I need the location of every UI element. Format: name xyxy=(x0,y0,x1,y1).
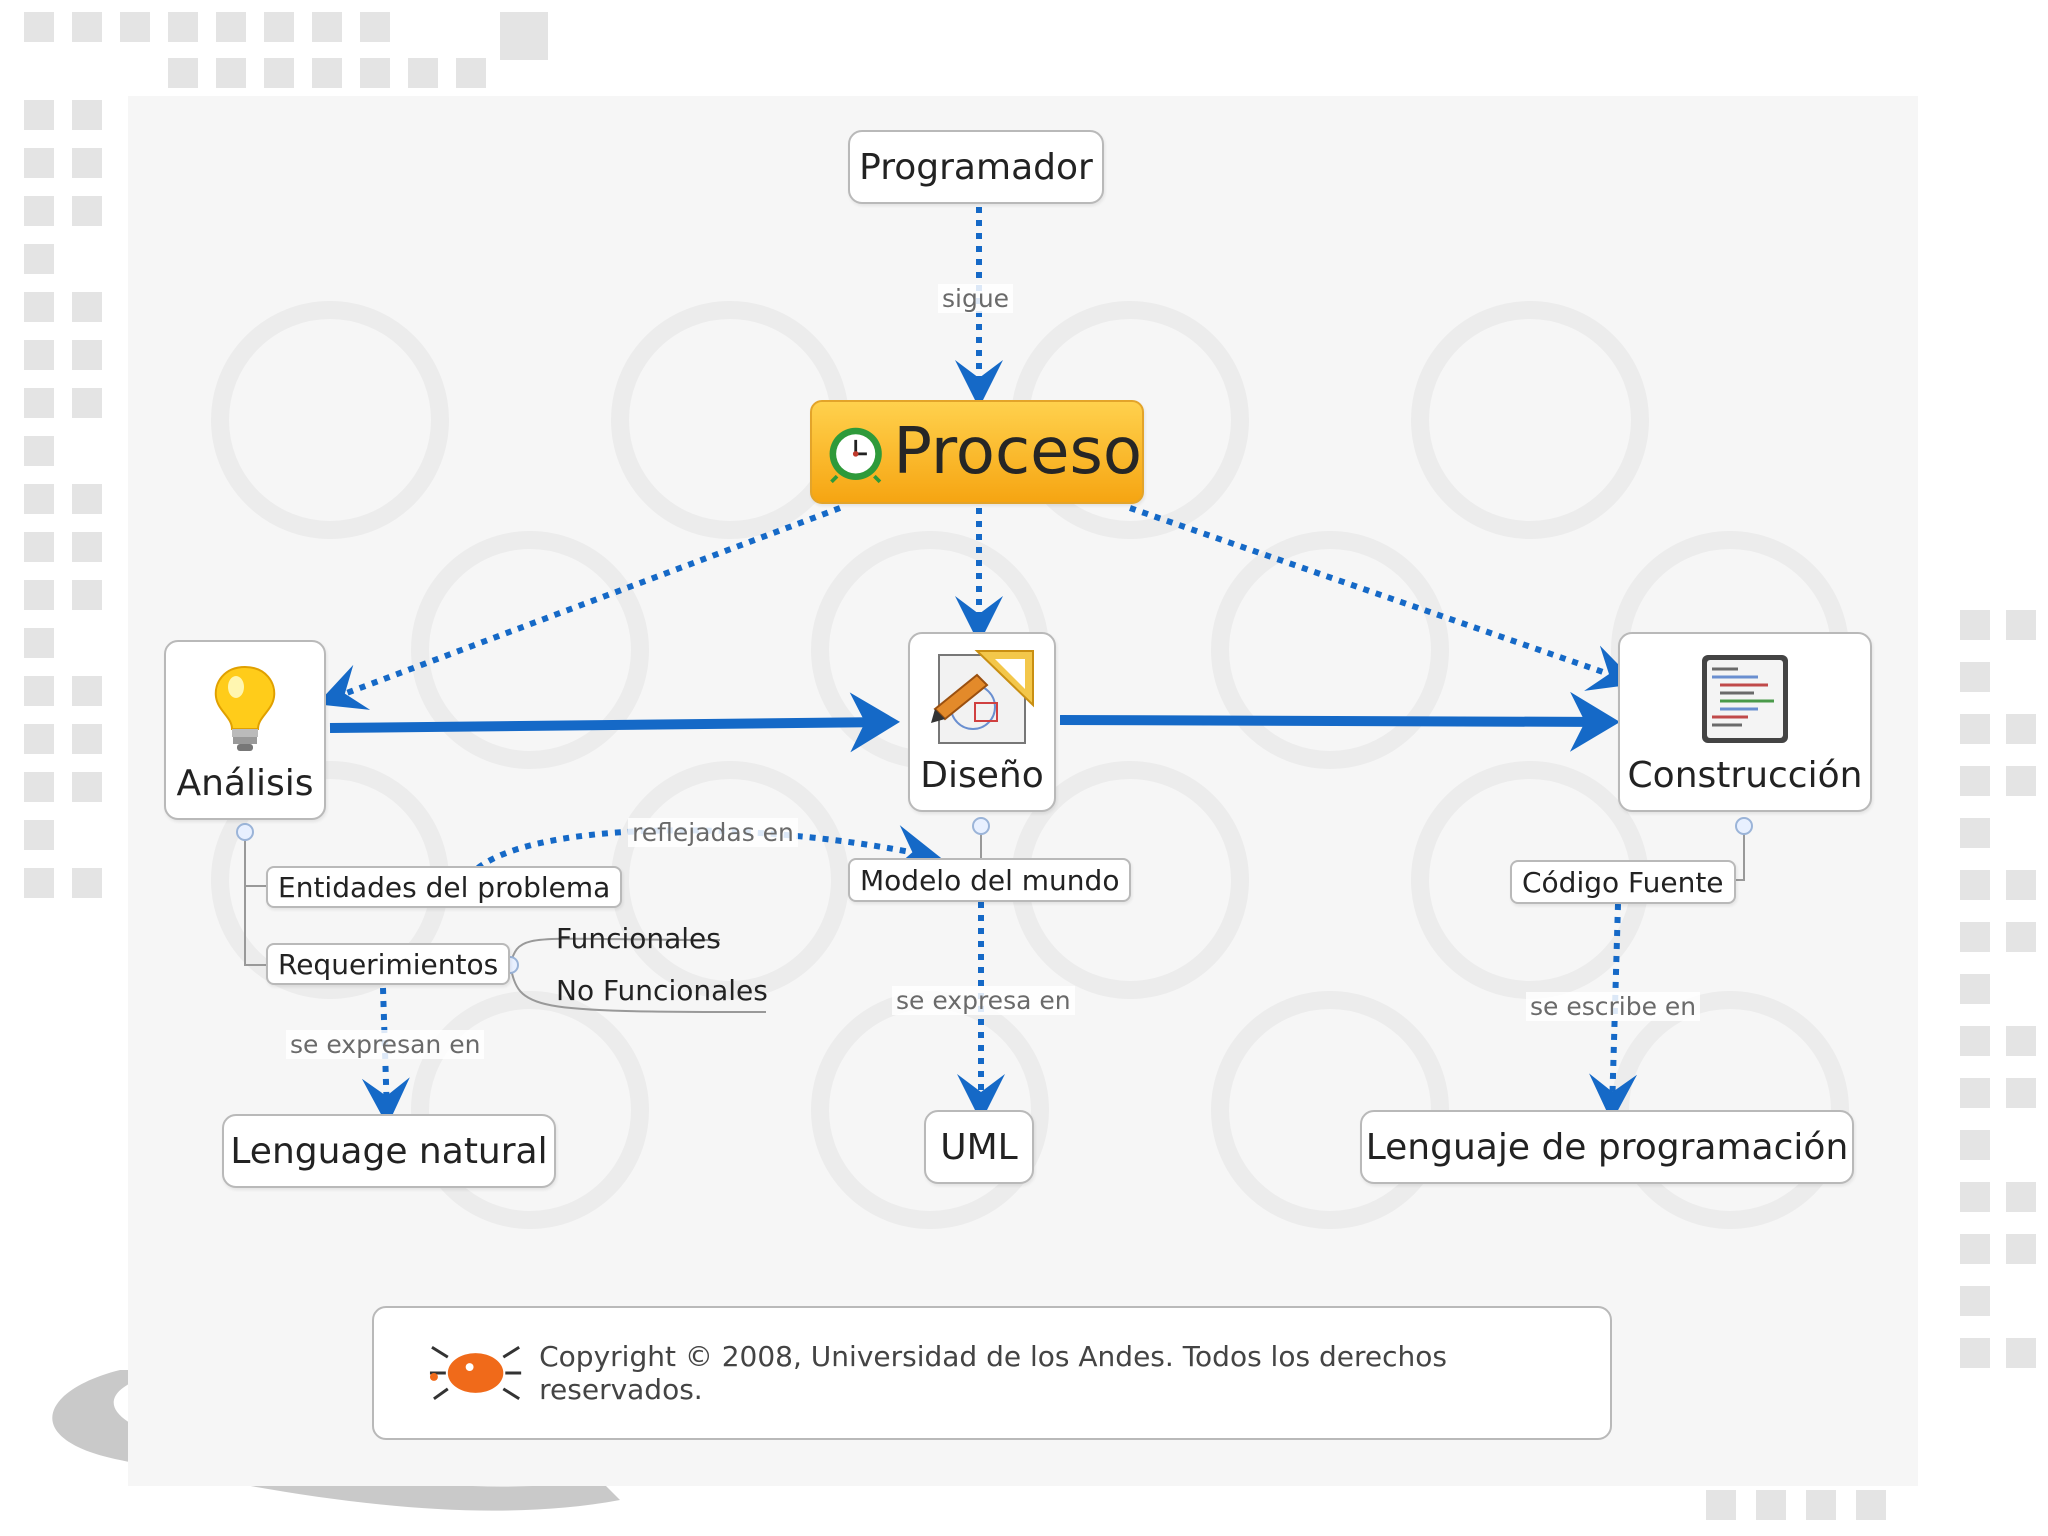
source-code-icon xyxy=(1702,655,1788,743)
node-funcionales-label: Funcionales xyxy=(556,922,721,955)
branch-requerimientos xyxy=(509,937,767,1013)
node-programador-label: Programador xyxy=(859,146,1093,188)
link-proceso-construccion xyxy=(1129,505,1638,691)
node-entidades[interactable]: Entidades del problema xyxy=(266,866,623,908)
node-analisis-label: Análisis xyxy=(176,763,314,804)
node-requerimientos[interactable]: Requerimientos xyxy=(266,943,511,985)
node-lenguaje-programacion-label: Lenguaje de programación xyxy=(1365,1126,1849,1168)
node-no-funcionales[interactable]: No Funcionales xyxy=(556,974,768,1007)
copyright-footer: Copyright © 2008, Universidad de los And… xyxy=(372,1306,1612,1440)
node-analisis[interactable]: Análisis xyxy=(164,640,326,820)
link-codigo-lenguaje xyxy=(1589,903,1638,1122)
link-label-reflejadas-en: reflejadas en xyxy=(628,818,798,847)
branch-analisis xyxy=(244,832,266,966)
node-entidades-label: Entidades del problema xyxy=(278,870,611,904)
node-proceso-label: Proceso xyxy=(893,415,1142,489)
node-no-funcionales-label: No Funcionales xyxy=(556,974,768,1007)
node-lenguaje-programacion[interactable]: Lenguaje de programación xyxy=(1360,1110,1854,1184)
link-requerimientos-lenguage xyxy=(361,987,410,1126)
node-funcionales[interactable]: Funcionales xyxy=(556,922,721,955)
background-pattern xyxy=(24,12,2036,1520)
node-uml[interactable]: UML xyxy=(924,1110,1034,1184)
link-label-sigue: sigue xyxy=(938,284,1014,313)
clock-icon xyxy=(829,427,882,484)
node-modelo-mundo[interactable]: Modelo del mundo xyxy=(848,858,1132,902)
node-requerimientos-label: Requerimientos xyxy=(278,947,499,981)
link-label-se-expresa-en: se expresa en xyxy=(892,986,1075,1015)
copyright-text: Copyright © 2008, Universidad de los And… xyxy=(539,1340,1447,1406)
node-construccion-label: Construcción xyxy=(1627,755,1863,796)
link-label-se-expresan-en: se expresan en xyxy=(286,1030,485,1059)
node-lenguage-natural[interactable]: Lenguage natural xyxy=(222,1114,556,1188)
node-diseno-label: Diseño xyxy=(920,755,1044,796)
collapse-construccion xyxy=(1735,817,1753,835)
flow-analisis-diseno xyxy=(329,692,900,753)
link-label-se-escribe-en: se escribe en xyxy=(1526,992,1701,1021)
collapse-diseno xyxy=(972,817,990,835)
node-uml-label: UML xyxy=(940,1126,1018,1168)
node-lenguage-natural-label: Lenguage natural xyxy=(230,1130,548,1172)
node-programador[interactable]: Programador xyxy=(848,130,1104,204)
node-diseno[interactable]: Diseño xyxy=(908,632,1056,812)
node-modelo-mundo-label: Modelo del mundo xyxy=(860,863,1120,897)
flow-diseno-construccion xyxy=(1059,691,1620,752)
node-codigo-fuente[interactable]: Código Fuente xyxy=(1510,860,1736,904)
design-tools-icon xyxy=(931,650,1034,744)
node-codigo-fuente-label: Código Fuente xyxy=(1522,865,1724,899)
university-logo xyxy=(429,1345,522,1401)
node-construccion[interactable]: Construcción xyxy=(1618,632,1872,812)
link-proceso-analisis xyxy=(316,505,842,710)
node-proceso[interactable]: Proceso xyxy=(810,400,1144,504)
collapse-analisis xyxy=(236,823,254,841)
lightbulb-icon xyxy=(214,665,276,751)
flow-arrows xyxy=(329,691,1620,753)
